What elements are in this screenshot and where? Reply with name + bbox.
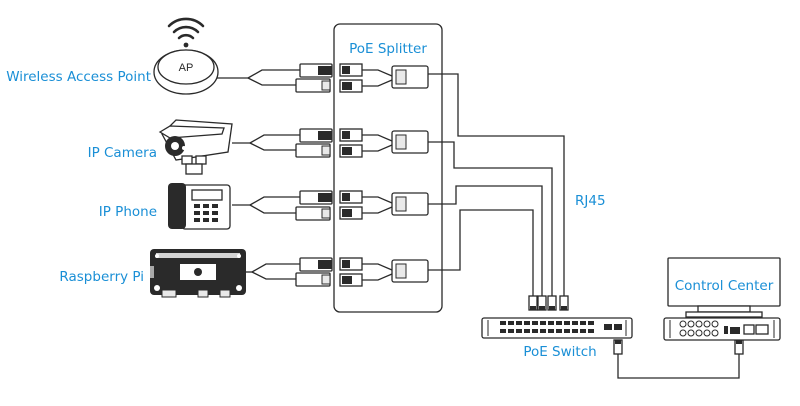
raspberry-pi-label: Raspberry Pi (59, 269, 144, 285)
nvr-icon (663, 317, 781, 341)
ip-phone-label: IP Phone (99, 204, 157, 220)
splitter-box (333, 23, 443, 313)
device-connectors (295, 63, 333, 287)
switch-label: PoE Switch (523, 344, 596, 360)
uplink-cable (613, 339, 744, 379)
device-cables (214, 69, 300, 280)
access-point-icon: AP (153, 49, 219, 95)
camera-icon (158, 119, 233, 175)
access-point-label: Wireless Access Point (6, 69, 151, 85)
wifi-icon (167, 17, 205, 48)
splitter-units (339, 63, 429, 287)
rj45-plugs (528, 295, 569, 311)
rj45-label: RJ45 (575, 193, 606, 209)
ip-camera-label: IP Camera (88, 145, 157, 161)
splitter-label: PoE Splitter (349, 41, 427, 57)
rj45-cables (428, 73, 565, 298)
monitor-icon (667, 257, 781, 318)
ap-badge-label: AP (179, 62, 194, 74)
switch-icon (481, 317, 633, 339)
control-center-label: Control Center (675, 278, 774, 294)
phone-icon (168, 183, 231, 230)
raspberry-pi-icon (150, 249, 246, 298)
